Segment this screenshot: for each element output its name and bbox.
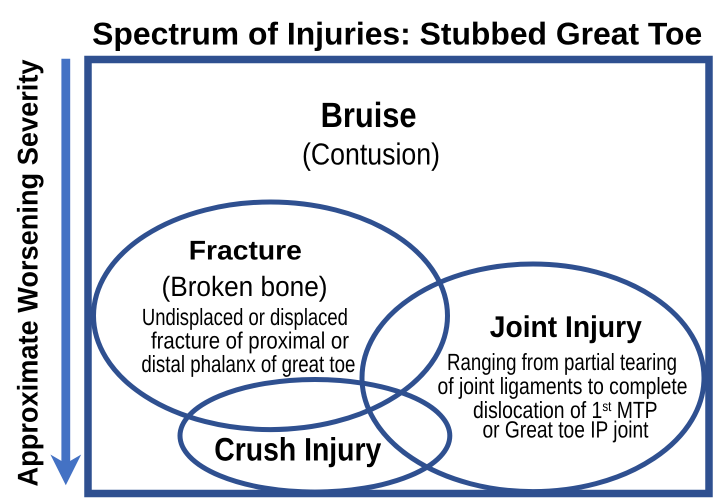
svg-text:Joint Injury: Joint Injury — [490, 311, 642, 344]
svg-text:Fracture: Fracture — [189, 236, 302, 266]
svg-text:or Great toe IP joint: or Great toe IP joint — [483, 417, 649, 443]
svg-text:dislocation of 1st MTP: dislocation of 1st MTP — [473, 397, 658, 423]
svg-text:Bruise: Bruise — [321, 96, 417, 135]
svg-text:fracture of proximal or: fracture of proximal or — [151, 327, 349, 353]
svg-text:of joint ligaments to complete: of joint ligaments to complete — [438, 373, 688, 399]
svg-text:(Broken bone): (Broken bone) — [162, 271, 328, 302]
svg-text:Undisplaced or displaced: Undisplaced or displaced — [142, 304, 348, 330]
svg-text:Crush Injury: Crush Injury — [214, 432, 381, 468]
svg-text:Ranging from partial tearing: Ranging from partial tearing — [447, 349, 677, 375]
svg-text:Spectrum of Injuries: Stubbed: Spectrum of Injuries: Stubbed Great Toe — [92, 16, 702, 52]
svg-text:distal phalanx of great toe: distal phalanx of great toe — [141, 351, 355, 377]
svg-text:Approximate Worsening Severity: Approximate Worsening Severity — [13, 59, 45, 486]
svg-text:(Contusion): (Contusion) — [302, 138, 440, 172]
